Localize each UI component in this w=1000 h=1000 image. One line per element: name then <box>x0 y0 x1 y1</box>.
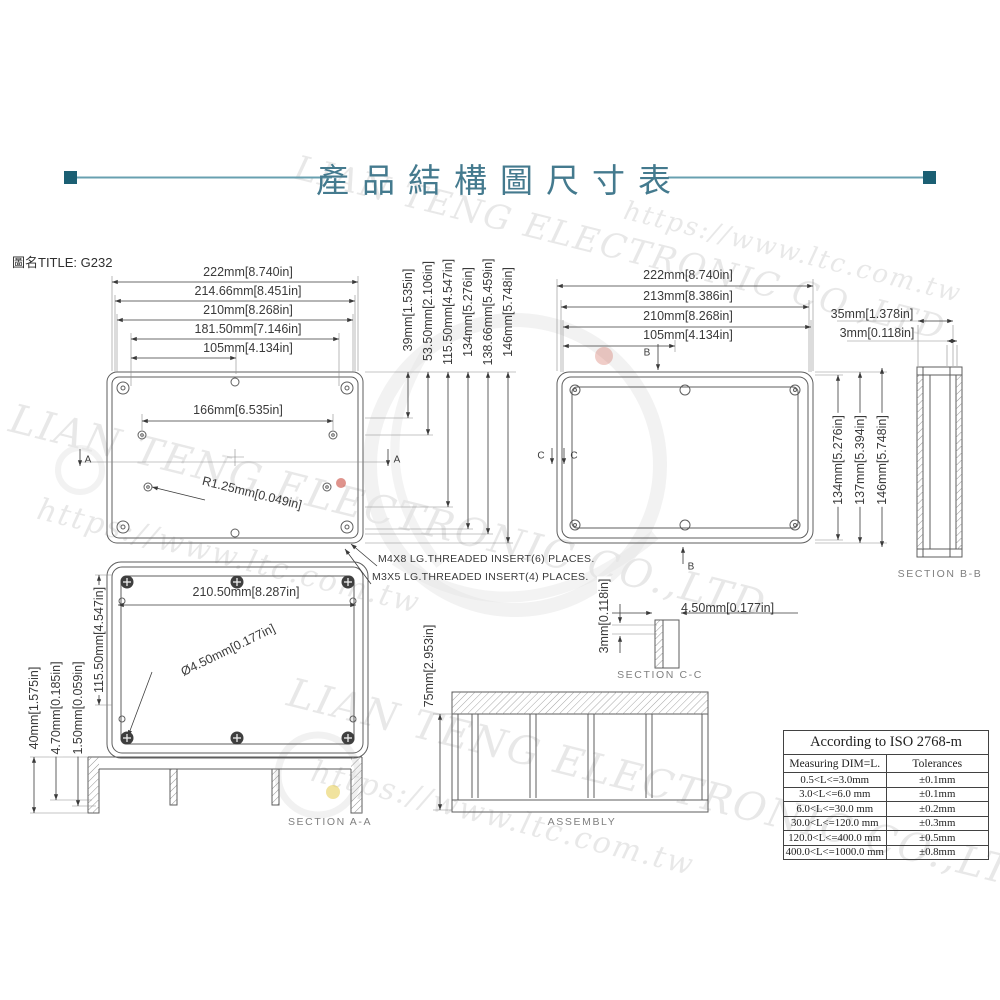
tl-v-dim-146: 146mm[5.748in] <box>501 267 515 357</box>
tl-h-dim-181: 181.50mm[7.146in] <box>194 322 302 336</box>
tolerance-value: ±0.5mm <box>885 830 989 846</box>
tl-inner-dim-166: 166mm[6.535in] <box>193 403 283 417</box>
tr-h-dim-222: 222mm[8.740in] <box>643 268 733 282</box>
tl-v-dim-134: 134mm[5.276in] <box>461 267 475 357</box>
tl-v-dim-138: 138.66mm[5.459in] <box>481 258 495 366</box>
section-a-marker-left: A <box>84 454 92 466</box>
section-aa-label: SECTION A-A <box>287 816 373 828</box>
tl-h-dim-222: 222mm[8.740in] <box>203 265 293 279</box>
tolerance-col-dim: Measuring DIM=L. <box>783 754 887 773</box>
tr-h-dim-210: 210mm[8.268in] <box>643 309 733 323</box>
note-m3x5-inserts: M3X5 LG.THREADED INSERT(4) PLACES. <box>372 571 589 583</box>
tolerance-value: ±0.2mm <box>885 801 989 817</box>
cover-width-dim: 210.50mm[8.287in] <box>192 585 300 599</box>
tolerance-range: 3.0<L<=6.0 mm <box>783 786 887 802</box>
tolerance-range: 120.0<L<=400.0 mm <box>783 830 887 846</box>
cover-height-dim: 115.50mm[4.547in] <box>92 584 106 696</box>
tr-h-dim-105: 105mm[4.134in] <box>643 328 733 342</box>
section-a-marker-right: A <box>393 454 401 466</box>
logo-red-dot <box>336 478 346 488</box>
section-b-marker-top: B <box>643 347 651 359</box>
section-bb-label: SECTION B-B <box>897 568 983 580</box>
watermark-logo <box>55 313 667 819</box>
tl-h-dim-210: 210mm[8.268in] <box>203 303 293 317</box>
tolerance-range: 400.0<L<=1000.0 mm <box>783 844 887 860</box>
section-b-marker-bottom: B <box>687 561 695 573</box>
tolerance-row: 400.0<L<=1000.0 mm ±0.8mm <box>783 844 989 860</box>
title-rule <box>64 171 936 184</box>
assembly-height-dim: 75mm[2.953in] <box>422 622 436 710</box>
logo-yellow-dot <box>326 785 340 799</box>
tolerance-row: 120.0<L<=400.0 mm ±0.5mm <box>783 830 989 846</box>
tolerance-value: ±0.8mm <box>885 844 989 860</box>
tolerance-row: 6.0<L<=30.0 mm ±0.2mm <box>783 801 989 817</box>
tl-v-dim-115: 115.50mm[4.547in] <box>441 258 455 366</box>
page-title: 產品結構圖尺寸表 <box>316 162 684 199</box>
section-c-marker-right: C <box>570 450 578 462</box>
cover-left-dim-40: 40mm[1.575in] <box>27 664 41 752</box>
screw-slots <box>123 578 352 742</box>
tolerance-range: 30.0<L<=120.0 mm <box>783 815 887 831</box>
drawing-name-label: 圖名TITLE: G232 <box>12 255 113 270</box>
tolerance-table: According to ISO 2768-m Measuring DIM=L.… <box>783 730 989 860</box>
extension-lines <box>30 276 958 814</box>
tolerance-table-title: According to ISO 2768-m <box>783 730 989 755</box>
note-m4x8-inserts: M4X8 LG.THREADED INSERT(6) PLACES. <box>378 553 595 565</box>
side-dim-3: 3mm[0.118in] <box>839 326 915 340</box>
section-cc-label: SECTION C-C <box>617 669 703 681</box>
section-c-marker-left: C <box>537 450 545 462</box>
side-dim-35: 35mm[1.378in] <box>830 307 914 321</box>
cover-left-dim-470: 4.70mm[0.185in] <box>49 659 63 757</box>
tolerance-range: 6.0<L<=30.0 mm <box>783 801 887 817</box>
tr-v-dim-134: 134mm[5.276in] <box>831 413 845 507</box>
tr-v-dim-146: 146mm[5.748in] <box>875 413 889 507</box>
tr-h-dim-213: 213mm[8.386in] <box>643 289 733 303</box>
cover-screws <box>120 575 355 745</box>
tolerance-value: ±0.1mm <box>885 772 989 788</box>
tl-v-dim-39: 39mm[1.535in] <box>401 268 415 352</box>
cc-thickness-dim: 3mm[0.118in] <box>597 576 611 656</box>
tolerance-col-tol: Tolerances <box>885 754 989 773</box>
tl-h-dim-214: 214.66mm[8.451in] <box>194 284 302 298</box>
tr-v-dim-137: 137mm[5.394in] <box>853 413 867 507</box>
assembly-label: ASSEMBLY <box>547 816 617 828</box>
tl-v-dim-53: 53.50mm[2.106in] <box>421 260 435 362</box>
tolerance-row: 0.5<L<=3.0mm ±0.1mm <box>783 772 989 788</box>
tolerance-value: ±0.1mm <box>885 786 989 802</box>
tolerance-row: 3.0<L<=6.0 mm ±0.1mm <box>783 786 989 802</box>
view-outlines <box>87 366 963 814</box>
logo-red-dot <box>595 347 613 365</box>
tolerance-value: ±0.3mm <box>885 815 989 831</box>
tl-h-dim-105: 105mm[4.134in] <box>203 341 293 355</box>
cover-left-dim-150: 1.50mm[0.059in] <box>71 659 85 757</box>
cc-width-dim: 4.50mm[0.177in] <box>681 601 775 615</box>
tolerance-range: 0.5<L<=3.0mm <box>783 772 887 788</box>
tolerance-row: 30.0<L<=120.0 mm ±0.3mm <box>783 815 989 831</box>
